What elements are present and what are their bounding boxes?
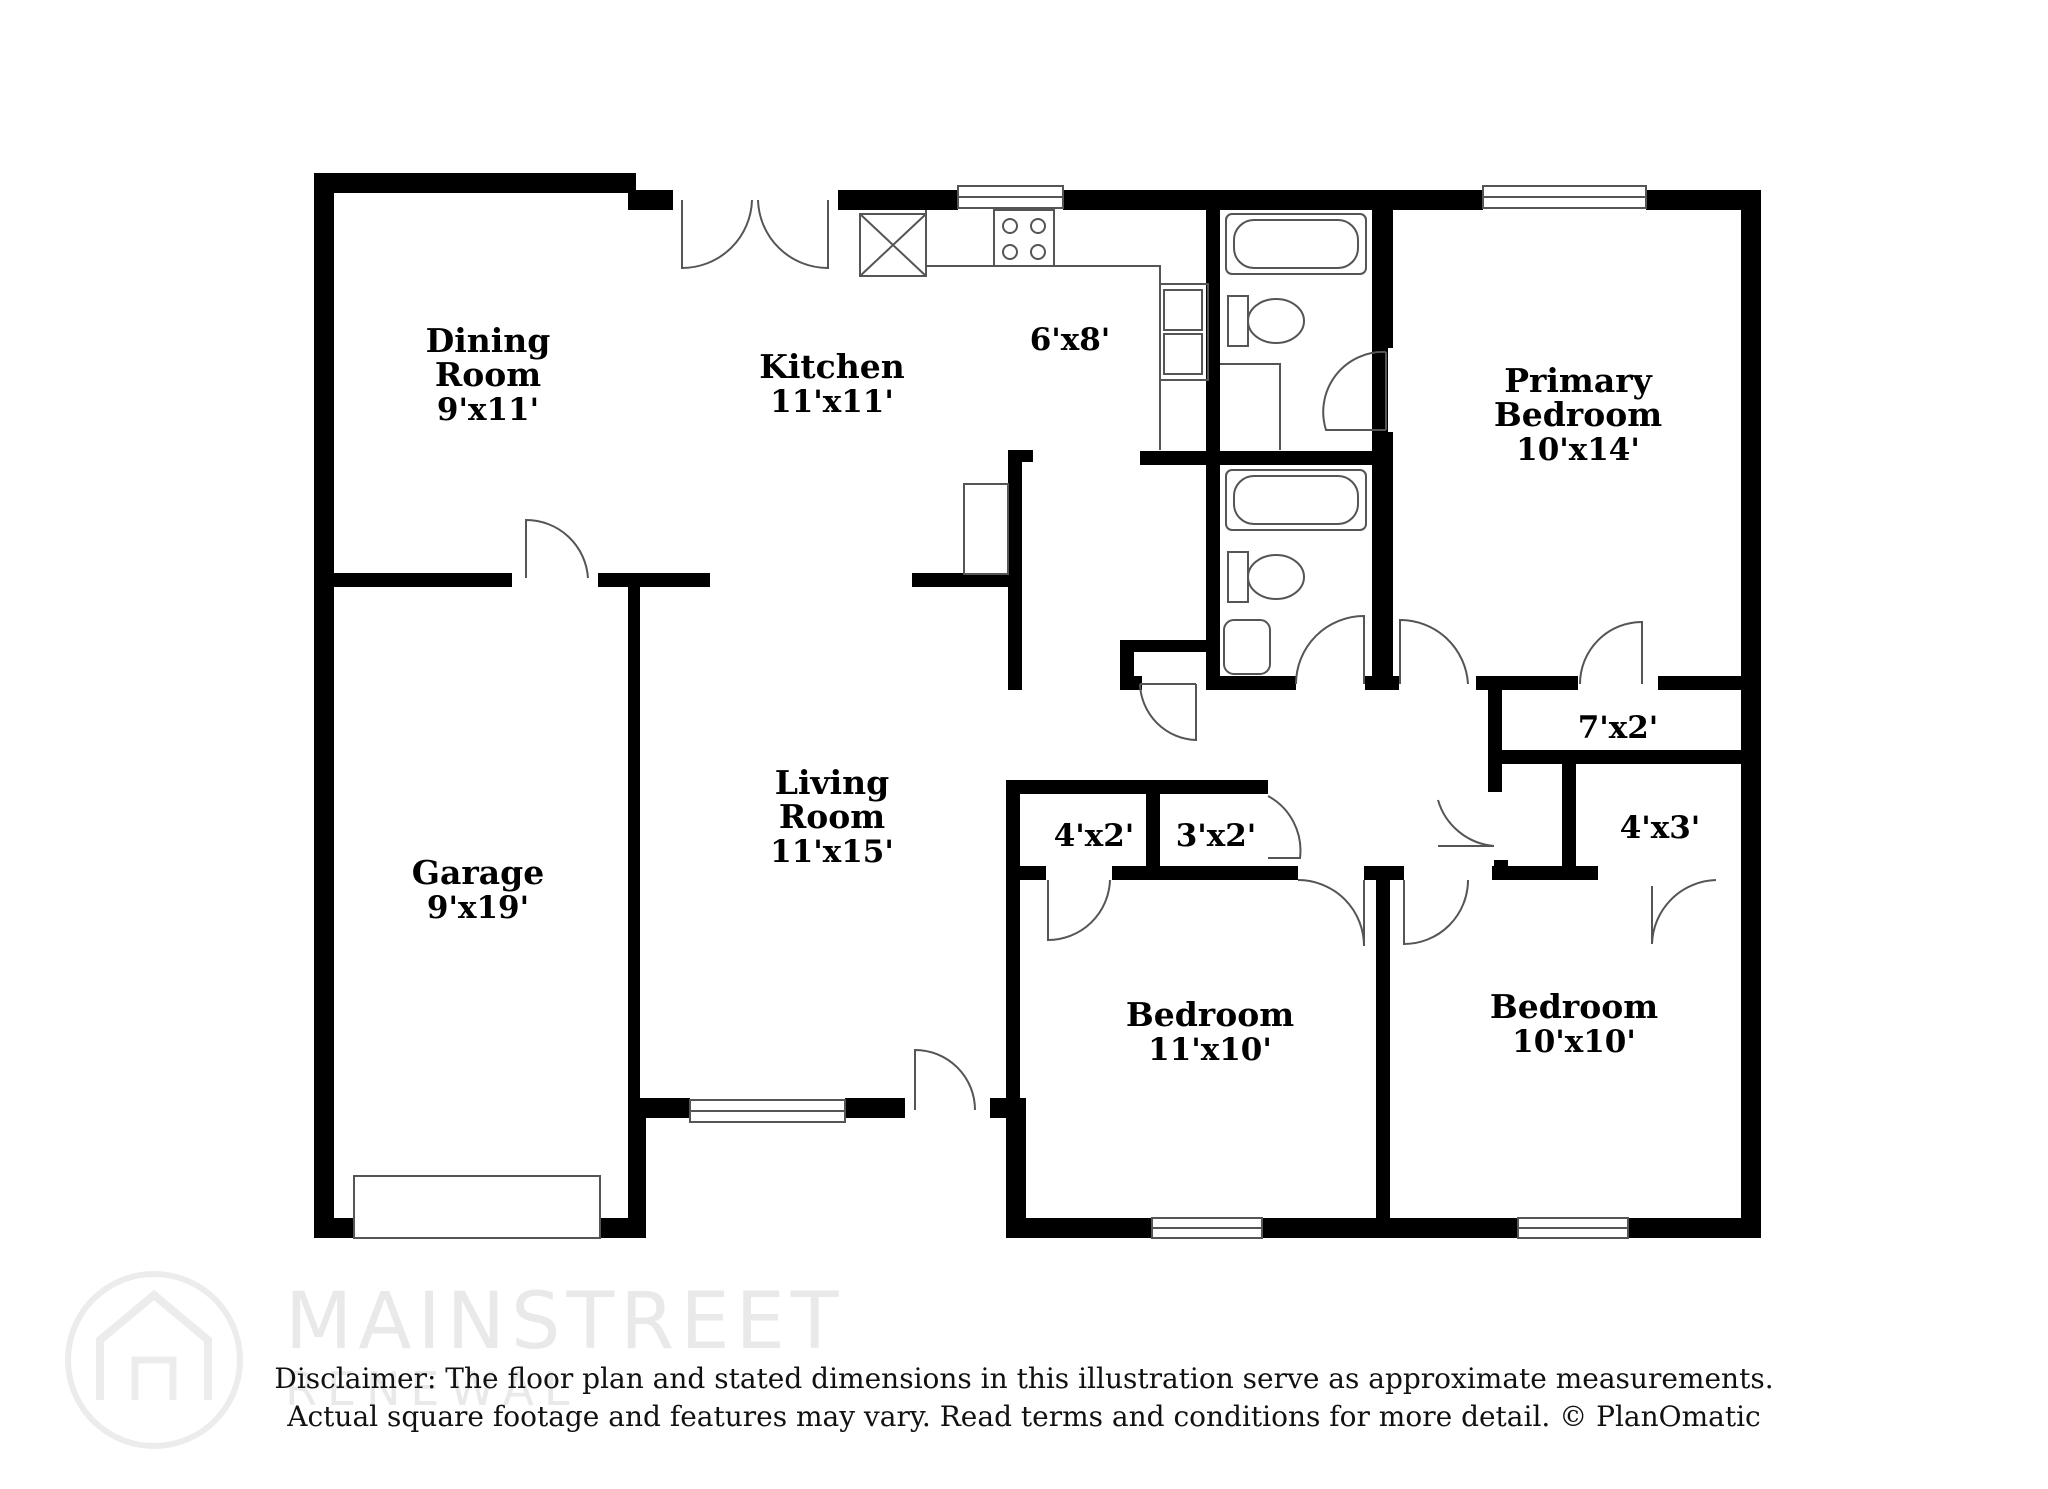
- closet-d-size: 4'x3': [1620, 810, 1701, 846]
- primary-bedroom-name-2: Bedroom: [1494, 395, 1662, 434]
- wall-primary-bottom-a: [1379, 676, 1399, 690]
- door-bedroom-center: [1297, 879, 1365, 947]
- wall-bedroom-top-r2: [1492, 866, 1572, 880]
- wall-bedroom-top: [1112, 866, 1298, 880]
- wall-hall-closet-t: [1120, 640, 1210, 652]
- wall-primary-bottom-c: [1658, 676, 1748, 690]
- wall-top-kitchen: [838, 190, 958, 210]
- wall-hall-stub: [1494, 860, 1508, 880]
- door-hall-closet: [1139, 683, 1197, 742]
- wall-closet-a-bottom: [1006, 866, 1046, 880]
- wall-garage-bottom: [314, 1218, 354, 1238]
- bedroom-center-name: Bedroom: [1126, 995, 1294, 1034]
- watermark-logo: MAINSTREET RENEWAL: [65, 1271, 845, 1449]
- wall-closet-ab-top: [1006, 780, 1268, 794]
- windows: [353, 185, 1647, 1239]
- wall-closet-ab-mid: [1146, 780, 1160, 878]
- wall-dining-garage: [314, 573, 512, 587]
- living-room-size: 11'x15': [770, 834, 894, 870]
- wall-closet-c-stub: [1488, 750, 1502, 792]
- bathtub-1: [1225, 213, 1367, 275]
- wall-primary-left: [1379, 208, 1393, 348]
- door-closet-a: [1047, 879, 1111, 942]
- doors: [525, 199, 1717, 1111]
- garage-size: 9'x19': [427, 890, 529, 926]
- wall-dining-garage-r: [598, 573, 710, 587]
- wall-top-kitchen-2: [1063, 190, 1483, 210]
- bedroom-right-name: Bedroom: [1490, 987, 1658, 1026]
- wall-utility-top: [1140, 451, 1220, 465]
- dining-room-size: 9'x11': [437, 392, 539, 428]
- bedroom-right-size: 10'x10': [1512, 1024, 1636, 1060]
- closet-b-size: 3'x2': [1176, 818, 1257, 854]
- wall-closet-c-bottom: [1488, 750, 1748, 764]
- door-dining-garage: [525, 518, 589, 579]
- fixtures: [859, 209, 1367, 675]
- wall-closet-d-bottom: [1562, 866, 1598, 880]
- garage-door: [353, 1175, 601, 1239]
- door-primary: [1399, 618, 1469, 685]
- bedroom-center-size: 11'x10': [1148, 1032, 1272, 1068]
- wall-hall-closet-b: [1120, 676, 1142, 690]
- wall-left: [314, 173, 334, 1238]
- wall-closet-c-left: [1488, 676, 1502, 762]
- living-room-name-1: Living: [775, 763, 890, 802]
- toilet-2: [1227, 551, 1249, 603]
- door-front: [914, 1048, 976, 1111]
- door-bath-2: [1295, 614, 1365, 685]
- living-room-name-2: Room: [779, 797, 885, 836]
- wall-garage-right: [628, 585, 640, 1105]
- wall-kitchen-stub: [1008, 450, 1033, 462]
- wall-utility-right: [1206, 208, 1220, 678]
- wall-bedroom-left: [1006, 1098, 1026, 1238]
- door-hall-bedroom: [1437, 799, 1495, 847]
- disclaimer-line1: Disclaimer: The floor plan and stated di…: [274, 1362, 1774, 1395]
- toilet-1: [1227, 295, 1249, 347]
- vanity-2: [1223, 619, 1271, 675]
- primary-bedroom-size: 10'x14': [1516, 432, 1640, 468]
- dining-room-name-2: Room: [435, 355, 541, 394]
- vanity-1: [1220, 363, 1281, 450]
- door-closet-b: [1267, 795, 1302, 859]
- bathtub-2: [1225, 469, 1367, 531]
- room-labels: Dining Room 9'x11' Kitchen 11'x11' 6'x8'…: [412, 321, 1701, 1068]
- wall-kitchen-vertical: [1008, 450, 1022, 690]
- wall-closet-ab-left: [1006, 780, 1020, 1104]
- closet-a-size: 4'x2': [1054, 818, 1135, 854]
- wall-living-bottom-b: [845, 1098, 905, 1118]
- door-primary-bath: [1322, 350, 1387, 431]
- door-closet-d: [1651, 879, 1717, 945]
- watermark-line1: MAINSTREET: [285, 1277, 845, 1367]
- wall-living-bottom-a: [628, 1098, 690, 1118]
- dining-room-name-1: Dining: [426, 321, 551, 360]
- wall-garage-right-lower: [628, 1098, 646, 1238]
- primary-bedroom-name-1: Primary: [1504, 361, 1652, 400]
- wall-bath-divider: [1206, 451, 1386, 465]
- watermark-line2: RENEWAL: [285, 1362, 580, 1416]
- disclaimer-line2: Actual square footage and features may v…: [287, 1400, 1761, 1433]
- wall-bath-bottom-a: [1206, 676, 1296, 690]
- wall-top-primary: [1646, 190, 1761, 210]
- wall-kitchen-living: [912, 573, 1016, 587]
- utility-size: 6'x8': [1030, 322, 1111, 358]
- door-dining-french: [681, 199, 829, 270]
- wall-top-dining: [314, 173, 636, 193]
- stove: [993, 209, 1055, 267]
- range-hood: [963, 483, 1009, 575]
- wall-right: [1741, 190, 1761, 1238]
- wall-closet-d-left: [1562, 756, 1576, 880]
- garage-name: Garage: [412, 853, 544, 892]
- kitchen-sink: [1159, 283, 1209, 381]
- wall-primary-left-lower: [1379, 432, 1393, 688]
- door-closet-c: [1579, 620, 1643, 685]
- wall-bedroom-divider: [1376, 866, 1390, 1228]
- door-bedroom-right: [1403, 879, 1469, 946]
- kitchen-size: 11'x11': [770, 384, 894, 420]
- kitchen-name: Kitchen: [759, 347, 905, 386]
- closet-c-size: 7'x2': [1578, 710, 1659, 746]
- wall-top-dining-step: [628, 190, 673, 210]
